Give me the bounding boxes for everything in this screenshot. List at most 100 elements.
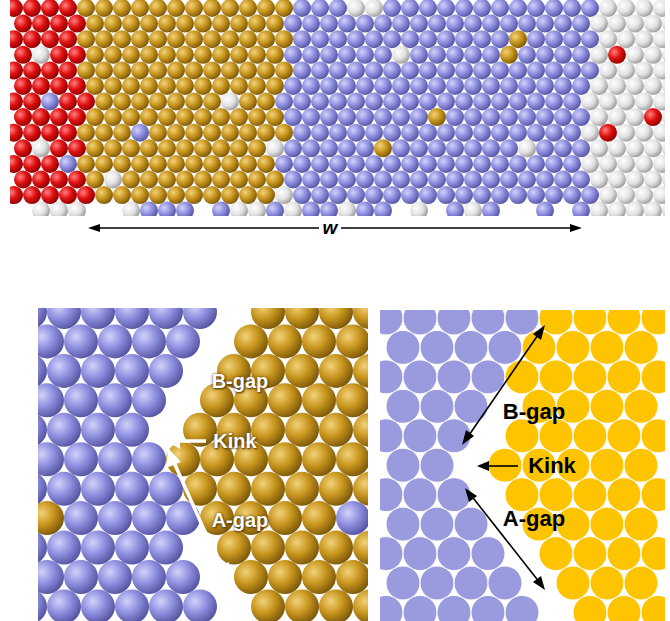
- atom: [140, 139, 158, 157]
- atom: [86, 171, 104, 189]
- atom: [572, 139, 590, 157]
- atom: [166, 442, 200, 476]
- atom: [653, 186, 665, 204]
- atom: [32, 46, 50, 64]
- atom: [437, 478, 471, 512]
- atom: [573, 537, 607, 571]
- atom: [482, 139, 500, 157]
- atom: [419, 30, 437, 48]
- atom: [248, 202, 266, 216]
- atom: [617, 93, 635, 111]
- atom: [641, 595, 665, 621]
- atom: [284, 202, 302, 216]
- atom: [95, 155, 113, 173]
- atom: [554, 15, 572, 33]
- atom: [410, 171, 428, 189]
- atom: [275, 30, 293, 48]
- atom: [539, 537, 573, 571]
- atom: [257, 61, 275, 79]
- atom: [347, 124, 365, 142]
- atom: [194, 46, 212, 64]
- atom: [383, 93, 401, 111]
- atom: [617, 155, 635, 173]
- atom: [446, 15, 464, 33]
- atom: [113, 93, 131, 111]
- atom: [527, 61, 545, 79]
- atom: [293, 61, 311, 79]
- atom: [380, 537, 403, 571]
- atom: [131, 93, 149, 111]
- atom: [122, 202, 140, 216]
- atom: [454, 507, 488, 541]
- atom: [320, 139, 338, 157]
- atom: [47, 531, 81, 565]
- atom: [536, 77, 554, 95]
- atom: [356, 77, 374, 95]
- atom: [122, 46, 140, 64]
- atom: [347, 186, 365, 204]
- atom: [47, 413, 81, 447]
- zoom-panel: [38, 308, 368, 621]
- atom: [64, 383, 98, 417]
- atom: [95, 30, 113, 48]
- atom: [23, 186, 41, 204]
- atom: [203, 124, 221, 142]
- atom: [410, 15, 428, 33]
- atom: [194, 108, 212, 126]
- atom: [257, 124, 275, 142]
- atom: [77, 155, 95, 173]
- atom: [239, 61, 257, 79]
- atom: [38, 560, 64, 594]
- atom: [401, 61, 419, 79]
- atom: [59, 30, 77, 48]
- atom: [437, 0, 455, 17]
- atom: [500, 171, 518, 189]
- atom: [403, 360, 437, 394]
- atom: [113, 0, 131, 17]
- atom: [573, 360, 607, 394]
- atom: [505, 360, 539, 394]
- atom: [239, 93, 257, 111]
- atom: [518, 46, 536, 64]
- atom: [608, 46, 626, 64]
- atom: [268, 383, 302, 417]
- atom: [248, 15, 266, 33]
- atom: [10, 0, 23, 17]
- atom: [347, 61, 365, 79]
- atom: [50, 46, 68, 64]
- atom: [104, 15, 122, 33]
- atom: [81, 589, 115, 621]
- atom: [158, 15, 176, 33]
- atom: [10, 155, 23, 173]
- atom: [392, 171, 410, 189]
- atom: [32, 77, 50, 95]
- atom: [194, 77, 212, 95]
- atom: [590, 566, 624, 600]
- atom: [14, 15, 32, 33]
- atom: [230, 108, 248, 126]
- atom: [275, 186, 293, 204]
- atom: [176, 77, 194, 95]
- atom: [428, 15, 446, 33]
- atom: [437, 155, 455, 173]
- atom: [662, 46, 665, 64]
- atom: [419, 0, 437, 17]
- atom: [41, 155, 59, 173]
- atom: [581, 93, 599, 111]
- atom: [257, 30, 275, 48]
- atom: [356, 202, 374, 216]
- atom: [149, 93, 167, 111]
- atom: [599, 155, 617, 173]
- atom: [624, 448, 658, 482]
- atom: [329, 124, 347, 142]
- atom: [356, 15, 374, 33]
- atom: [221, 30, 239, 48]
- atom: [149, 472, 183, 506]
- atom: [41, 0, 59, 17]
- atom: [599, 0, 617, 17]
- feature-label: B-gap: [503, 400, 565, 424]
- atom: [581, 155, 599, 173]
- atom: [98, 383, 132, 417]
- atom: [653, 93, 665, 111]
- atom: [428, 171, 446, 189]
